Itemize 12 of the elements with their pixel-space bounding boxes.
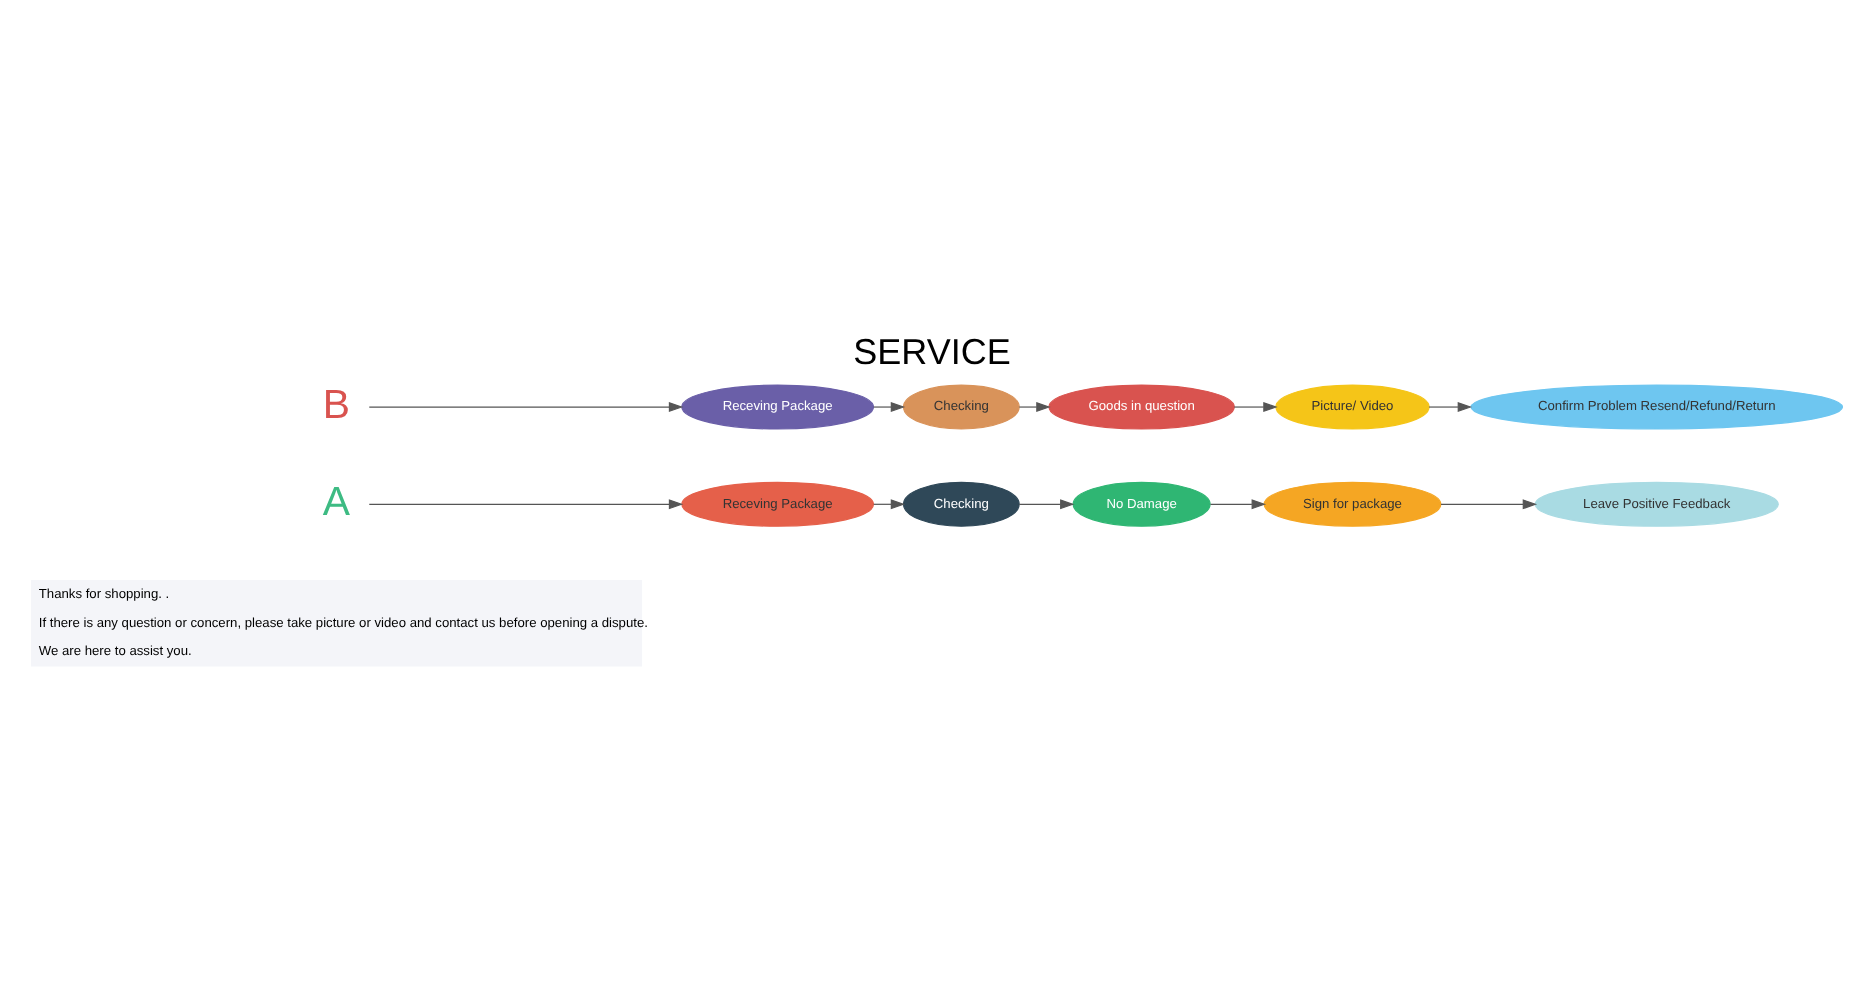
arrow (1209, 498, 1266, 509)
arrow (1018, 498, 1075, 509)
arrow (1233, 401, 1278, 412)
arrow (1428, 401, 1473, 412)
arrow (1018, 401, 1051, 412)
diagram-title: SERVICE (853, 331, 1011, 372)
arrow (368, 401, 684, 412)
node-text: B (322, 382, 351, 427)
arrow (1440, 498, 1538, 509)
arrow (368, 498, 684, 509)
arrow (873, 401, 906, 412)
node-text: A (322, 479, 351, 524)
